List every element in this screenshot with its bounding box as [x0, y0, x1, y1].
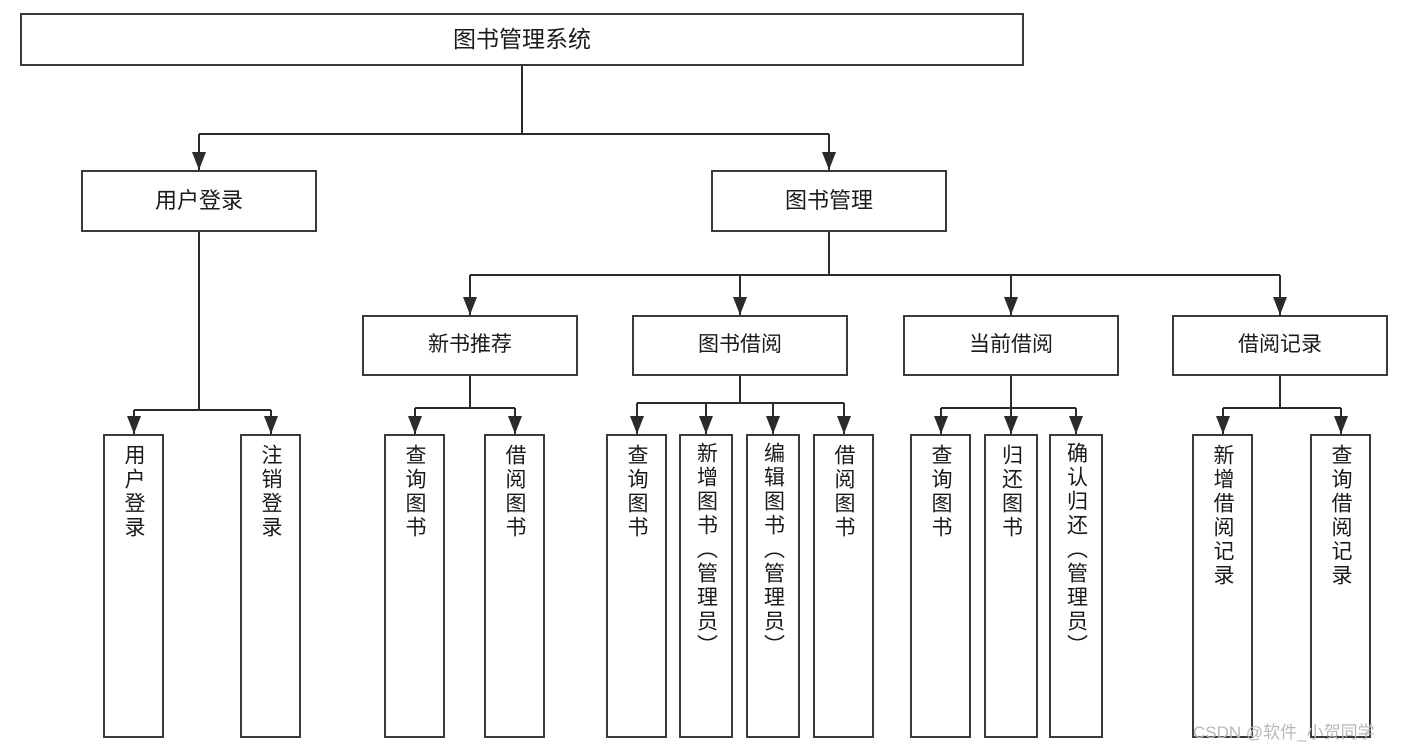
connector-trunk — [739, 376, 741, 403]
node-leaf-add-borrow-record[interactable]: 新增借阅记录 — [1192, 434, 1253, 738]
node-label: 编辑图书（管理员） — [761, 442, 785, 658]
connector-bus — [414, 407, 515, 409]
node-book-borrow[interactable]: 图书借阅 — [632, 315, 848, 376]
arrowhead-icon — [1004, 297, 1018, 315]
connector-drop — [739, 275, 741, 315]
connector-drop — [469, 275, 471, 315]
node-label: 用户登录 — [122, 444, 145, 540]
arrowhead-icon — [836, 416, 851, 434]
node-leaf-confirm-return-admin[interactable]: 确认归还（管理员） — [1049, 434, 1103, 738]
connector-bus — [636, 402, 844, 404]
node-leaf-query-book-recommend[interactable]: 查询图书 — [384, 434, 445, 738]
node-label: 新增图书（管理员） — [694, 442, 718, 658]
arrowhead-icon — [507, 416, 522, 434]
connector-bus — [470, 274, 1280, 276]
node-label: 查询图书 — [403, 444, 426, 540]
node-label: 注销登录 — [259, 444, 282, 540]
connector-bus — [133, 409, 271, 411]
node-leaf-borrow-book-recommend[interactable]: 借阅图书 — [484, 434, 545, 738]
arrowhead-icon — [699, 416, 713, 434]
connector-trunk — [1279, 376, 1281, 408]
node-leaf-user-login[interactable]: 用户登录 — [103, 434, 164, 738]
node-leaf-add-book-admin[interactable]: 新增图书（管理员） — [679, 434, 733, 738]
arrowhead-icon — [1333, 416, 1348, 434]
node-label: 查询图书 — [929, 444, 952, 540]
node-label: 图书管理 — [784, 188, 873, 214]
connector-trunk — [469, 376, 471, 408]
connector-bus — [1222, 407, 1341, 409]
arrowhead-icon — [263, 416, 278, 434]
node-user-login[interactable]: 用户登录 — [81, 170, 317, 232]
connector-trunk — [198, 232, 200, 410]
arrowhead-icon — [733, 297, 747, 315]
arrowhead-icon — [407, 416, 422, 434]
connector-trunk — [828, 232, 830, 275]
node-leaf-return-book[interactable]: 归还图书 — [984, 434, 1038, 738]
node-label: 用户登录 — [154, 188, 243, 214]
node-label: 查询借阅记录 — [1329, 444, 1352, 588]
arrowhead-icon — [1215, 416, 1230, 434]
connector-bus — [940, 407, 1076, 409]
node-leaf-query-book-borrow[interactable]: 查询图书 — [606, 434, 667, 738]
node-root-book-management-system[interactable]: 图书管理系统 — [20, 13, 1024, 66]
connector-trunk — [1010, 376, 1012, 408]
node-label: 确认归还（管理员） — [1064, 442, 1088, 658]
connector-trunk — [521, 66, 523, 134]
node-label: 借阅记录 — [1238, 333, 1322, 357]
connector-drop — [1010, 275, 1012, 315]
node-label: 新书推荐 — [428, 333, 512, 357]
node-leaf-query-book-current[interactable]: 查询图书 — [910, 434, 971, 738]
node-label: 图书借阅 — [698, 333, 782, 357]
arrowhead-icon — [933, 416, 948, 434]
node-label: 新增借阅记录 — [1211, 444, 1234, 588]
arrowhead-icon — [629, 416, 644, 434]
arrowhead-icon — [1004, 416, 1018, 434]
connector-drop — [1279, 275, 1281, 315]
node-label: 图书管理系统 — [453, 26, 591, 53]
node-label: 当前借阅 — [969, 333, 1053, 357]
node-label: 借阅图书 — [503, 444, 526, 540]
node-leaf-borrow-book[interactable]: 借阅图书 — [813, 434, 874, 738]
node-label: 查询图书 — [625, 444, 648, 540]
node-book-management[interactable]: 图书管理 — [711, 170, 947, 232]
node-label: 归还图书 — [999, 444, 1023, 540]
arrowhead-icon — [192, 152, 206, 170]
arrowhead-icon — [822, 152, 836, 170]
node-leaf-query-borrow-record[interactable]: 查询借阅记录 — [1310, 434, 1371, 738]
node-borrow-record[interactable]: 借阅记录 — [1172, 315, 1388, 376]
node-new-book-recommend[interactable]: 新书推荐 — [362, 315, 578, 376]
connector-bus — [199, 133, 829, 135]
arrowhead-icon — [1069, 416, 1083, 434]
arrowhead-icon — [766, 416, 780, 434]
node-label: 借阅图书 — [832, 444, 855, 540]
arrowhead-icon — [1273, 297, 1287, 315]
node-leaf-logout[interactable]: 注销登录 — [240, 434, 301, 738]
node-current-borrow[interactable]: 当前借阅 — [903, 315, 1119, 376]
arrowhead-icon — [126, 416, 141, 434]
arrowhead-icon — [463, 297, 477, 315]
node-leaf-edit-book-admin[interactable]: 编辑图书（管理员） — [746, 434, 800, 738]
